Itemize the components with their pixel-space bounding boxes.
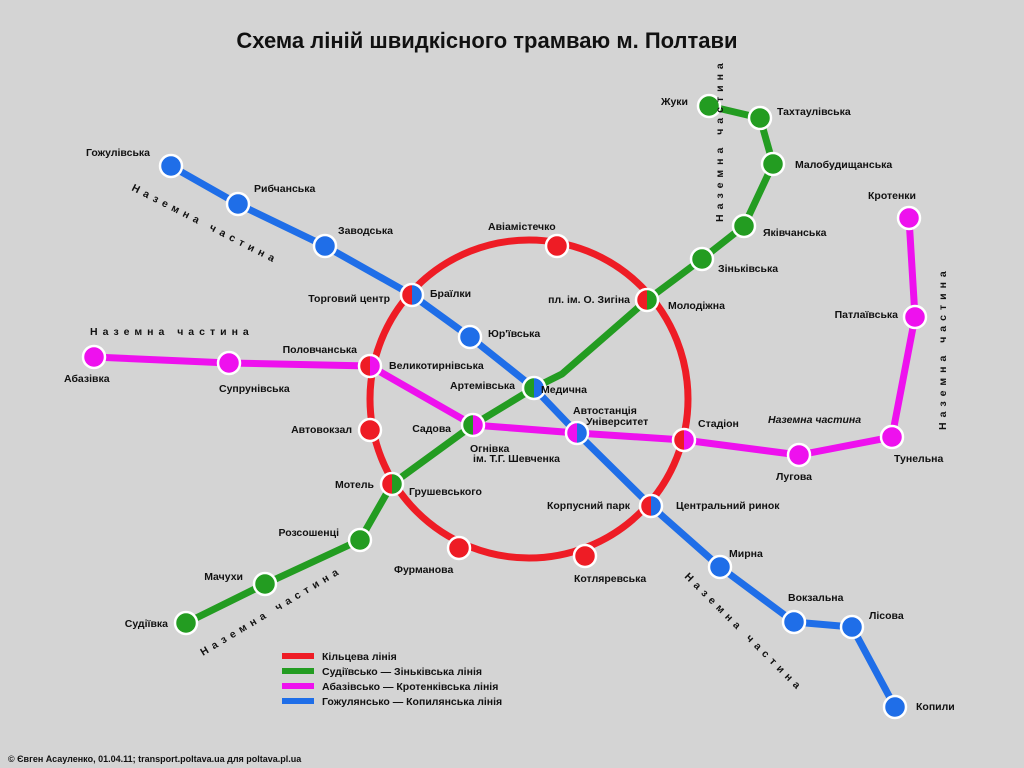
station-myrna[interactable] [707, 554, 733, 580]
station-patlaivska[interactable] [902, 304, 928, 330]
ground-note-blue-se: Наземна частина [682, 571, 806, 695]
label-molodizhna: Молодіжна [668, 300, 725, 312]
label-brailky: Браїлки [430, 288, 471, 300]
station-korpusnyi[interactable] [638, 493, 664, 519]
label-motel: Мотель [335, 479, 375, 491]
station-kotliarevska[interactable] [572, 543, 598, 569]
station-furmanova[interactable] [446, 535, 472, 561]
label-patlaivska: Патлаївська [835, 309, 899, 321]
ground-note-magenta-w: Наземна частина [90, 326, 254, 338]
label-kopyly: Копили [916, 701, 955, 713]
legend-ring: Кільцева лінія [322, 651, 397, 663]
label-rozsoshentsi: Розсошенці [278, 527, 339, 539]
label-krotenky: Кротенки [868, 190, 916, 202]
label-polovchanska: Половчанська [283, 344, 358, 356]
ground-note-magenta-ne: Наземна частина [937, 266, 949, 430]
station-tunelna[interactable] [879, 424, 905, 450]
station-suprunivska[interactable] [216, 350, 242, 376]
label-artemivska: Артемівська [450, 380, 515, 392]
label-korpusnyi: Корпусний парк [547, 500, 631, 512]
station-zavodska[interactable] [312, 233, 338, 259]
station-luhova[interactable] [786, 442, 812, 468]
station-zinkivska[interactable] [689, 246, 715, 272]
station-krotenky[interactable] [896, 205, 922, 231]
legend-blue: Гожулянсько — Копилянська лінія [322, 696, 502, 708]
station-abazivka[interactable] [81, 344, 107, 370]
label-rybchanska: Рибчанська [254, 183, 316, 195]
stations [81, 93, 928, 720]
credit-line: © Євген Асауленко, 01.04.11; transport.p… [8, 754, 302, 764]
station-sadova[interactable] [460, 412, 486, 438]
station-artemivska[interactable] [521, 375, 547, 401]
label-velykotyrnivska: Великотирнівська [389, 360, 484, 372]
ring-line [366, 236, 692, 562]
label-avtostantsiia: Автостанція [573, 405, 637, 417]
label-tunelna: Тунельна [894, 453, 944, 465]
label-medychna: Медична [541, 384, 587, 396]
station-machukhy[interactable] [252, 571, 278, 597]
label-zinkivska: Зіньківська [718, 263, 778, 275]
station-molodizhna[interactable] [634, 287, 660, 313]
label-yurivska: Юр'ївська [488, 328, 540, 340]
map-title: Схема ліній швидкісного трамваю м. Полта… [236, 28, 737, 53]
station-avtovokzal[interactable] [357, 417, 383, 443]
label-kotliarevska: Котляревська [574, 573, 646, 585]
legend: Кільцева лінія Судіївсько — Зіньківська … [282, 651, 502, 708]
station-malobudyshchanska[interactable] [760, 151, 786, 177]
label-suprunivska: Супрунівська [219, 383, 290, 395]
label-tsentralnyi: Центральний ринок [676, 500, 780, 512]
label-takhtaulivska: Тахтаулівська [777, 106, 851, 118]
label-furmanova: Фурманова [394, 564, 453, 576]
label-gozhulivska: Гожулівська [86, 147, 150, 159]
label-yakivchanska: Яківчанська [763, 227, 827, 239]
station-yurivska[interactable] [457, 324, 483, 350]
station-takhtaulivska[interactable] [747, 105, 773, 131]
station-motel[interactable] [379, 471, 405, 497]
magenta-line [90, 214, 919, 459]
label-myrna: Мирна [729, 548, 763, 560]
label-universytet: Університет [586, 416, 648, 428]
label-hrushevskoho: Грушевського [409, 486, 482, 498]
ground-note-magenta-e: Наземна частина [768, 414, 861, 426]
station-sudiivka[interactable] [173, 610, 199, 636]
label-pl-zyhina: пл. ім. О. Зигіна [548, 294, 630, 306]
station-kopyly[interactable] [882, 694, 908, 720]
label-zavodska: Заводська [338, 225, 393, 237]
station-lisova[interactable] [839, 614, 865, 640]
label-vokzalna: Вокзальна [788, 592, 844, 604]
label-lisova: Лісова [869, 610, 904, 622]
label-malobudyshchanska: Малобудищанська [795, 159, 892, 171]
label-shevchenka: ім. Т.Г. Шевченка [473, 453, 560, 465]
label-ohnivka: Огнівка [470, 443, 510, 455]
label-stadion: Стадіон [698, 418, 739, 430]
station-gozhulivska[interactable] [158, 153, 184, 179]
station-brailky[interactable] [399, 282, 425, 308]
label-sadova: Садова [412, 423, 451, 435]
station-rybchanska[interactable] [225, 191, 251, 217]
station-yakivchanska[interactable] [731, 213, 757, 239]
station-polovchanska[interactable] [357, 353, 383, 379]
label-zhuky: Жуки [660, 96, 688, 108]
label-abazivka: Абазівка [64, 373, 110, 385]
station-stadion[interactable] [671, 427, 697, 453]
label-torhovyi: Торговий центр [308, 293, 390, 305]
station-zhuky[interactable] [696, 93, 722, 119]
label-machukhy: Мачухи [204, 571, 243, 583]
station-rozsoshentsi[interactable] [347, 527, 373, 553]
label-luhova: Лугова [776, 471, 812, 483]
label-avtovokzal: Автовокзал [291, 424, 352, 436]
label-sudiivka: Судіївка [125, 618, 168, 630]
station-aviamistechko[interactable] [544, 233, 570, 259]
station-vokzalna[interactable] [781, 609, 807, 635]
legend-green: Судіївсько — Зіньківська лінія [322, 666, 482, 678]
station-labels: Гожулівська Рибчанська Заводська Браїлки… [64, 96, 955, 713]
station-avtostantsiia[interactable] [564, 420, 590, 446]
label-aviamistechko: Авіамістечко [488, 221, 556, 233]
ground-note-green-n: Наземна частина [714, 58, 726, 222]
legend-magenta: Абазівсько — Кротенківська лінія [322, 681, 498, 693]
